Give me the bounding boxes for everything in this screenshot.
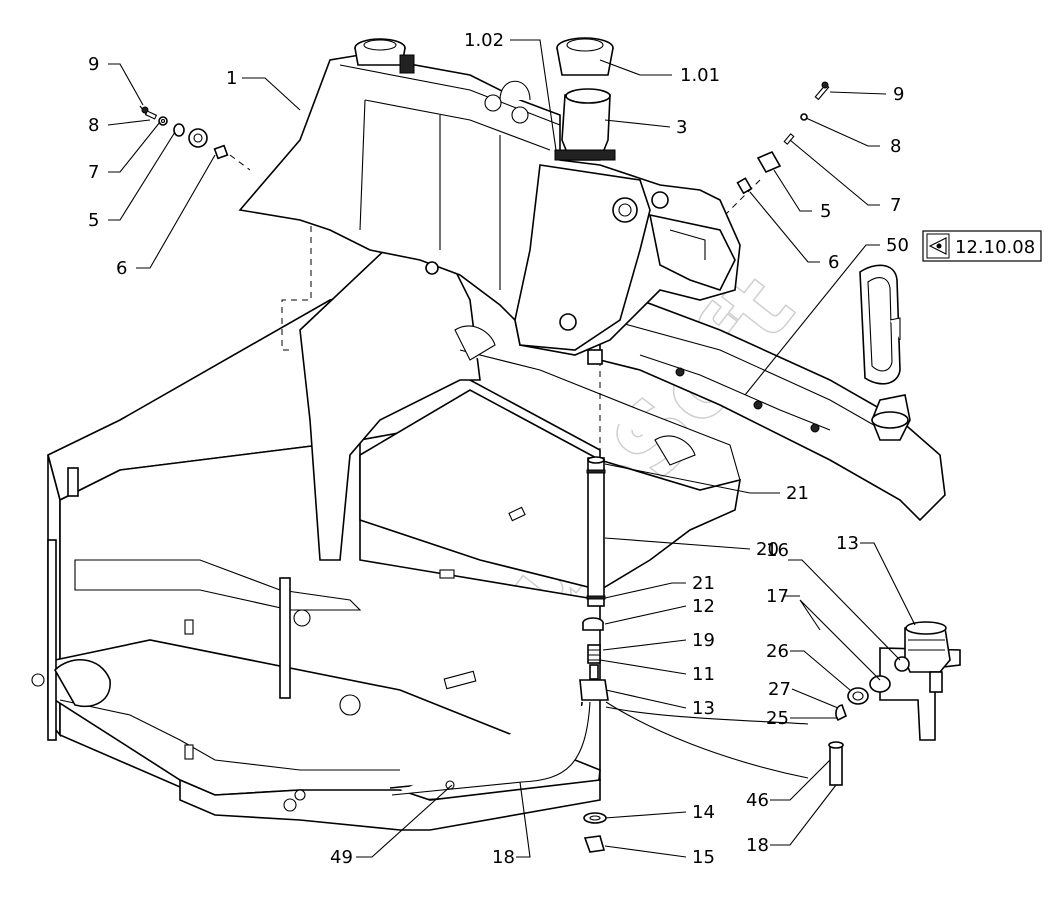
callout-50: 50 bbox=[886, 235, 909, 256]
callout-7-left: 7 bbox=[88, 162, 99, 183]
callout-1-02: 1.02 bbox=[464, 30, 504, 51]
left-mount-hardware bbox=[139, 105, 229, 160]
drain-tube bbox=[586, 456, 606, 607]
callout-6-left: 6 bbox=[116, 258, 127, 279]
callout-12: 12 bbox=[692, 596, 715, 617]
callout-15: 15 bbox=[692, 847, 715, 868]
callout-18-right: 18 bbox=[746, 835, 769, 856]
callout-5-left: 5 bbox=[88, 210, 99, 231]
leader-lines bbox=[107, 39, 916, 858]
callout-1: 1 bbox=[226, 68, 237, 89]
callout-14: 14 bbox=[692, 802, 715, 823]
callout-1-01: 1.01 bbox=[680, 65, 720, 86]
fuel-tank bbox=[238, 37, 741, 365]
callout-9-right: 9 bbox=[893, 84, 904, 105]
mirror-joystick-assembly bbox=[639, 264, 911, 441]
callout-21-bottom: 21 bbox=[692, 573, 715, 594]
callout-13-center: 13 bbox=[692, 698, 715, 719]
hose-clamps bbox=[583, 812, 607, 853]
callout-13-right: 13 bbox=[836, 533, 859, 554]
callout-27: 27 bbox=[768, 679, 791, 700]
callout-7-right: 7 bbox=[890, 195, 901, 216]
chassis-frame bbox=[31, 244, 946, 831]
callout-8-right: 8 bbox=[890, 136, 901, 157]
callout-21-top: 21 bbox=[786, 483, 809, 504]
callout-49: 49 bbox=[330, 847, 353, 868]
callout-8-left: 8 bbox=[88, 115, 99, 136]
callout-18-bottom: 18 bbox=[492, 847, 515, 868]
fuel-hose bbox=[389, 701, 591, 796]
callout-46: 46 bbox=[746, 790, 769, 811]
reference-code: 12.10.08 bbox=[955, 237, 1035, 258]
callout-6-right: 6 bbox=[828, 252, 839, 273]
callout-17: 17 bbox=[766, 586, 789, 607]
callout-16: 16 bbox=[766, 540, 789, 561]
fitting-stack bbox=[579, 617, 609, 701]
callout-19: 19 bbox=[692, 630, 715, 651]
callout-9-left: 9 bbox=[88, 54, 99, 75]
callout-26: 26 bbox=[766, 641, 789, 662]
callout-3: 3 bbox=[676, 117, 687, 138]
callout-11: 11 bbox=[692, 664, 715, 685]
eye-view-icon bbox=[926, 233, 950, 259]
callout-5-right: 5 bbox=[820, 201, 831, 222]
callout-labels: 1.02 1.01 1 3 9 8 7 5 6 9 8 7 5 6 50 21 … bbox=[88, 30, 909, 868]
callout-20: 20 bbox=[756, 539, 779, 560]
callout-25: 25 bbox=[766, 708, 789, 729]
reference-box[interactable]: 12.10.08 bbox=[922, 230, 1042, 262]
right-mount-hardware bbox=[736, 81, 830, 195]
right-fitting-assembly bbox=[828, 621, 961, 786]
